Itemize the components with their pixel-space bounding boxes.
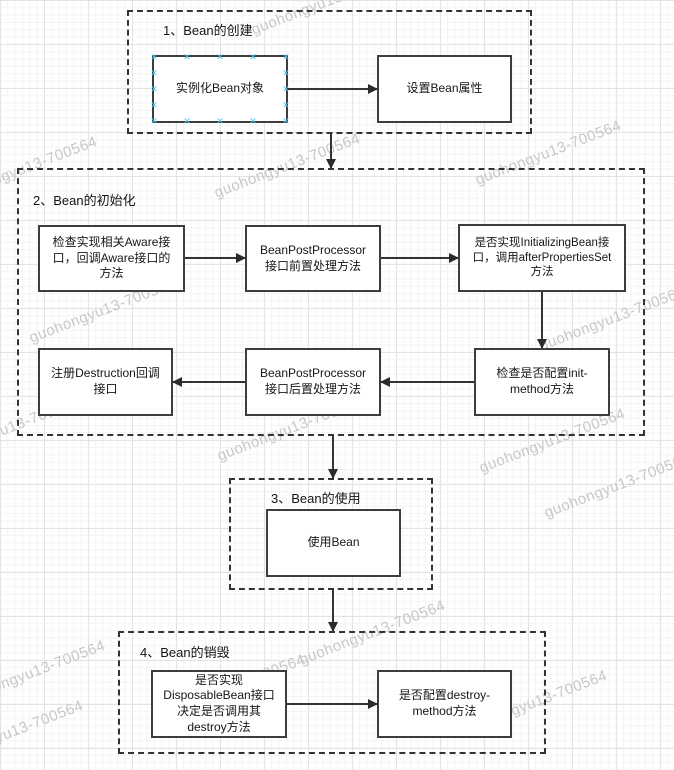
node-register-destruction[interactable]: 注册Destruction回调 接口 <box>38 348 173 416</box>
node-bpp-after[interactable]: BeanPostProcessor 接口后置处理方法 <box>245 348 381 416</box>
connection-handle-icon[interactable]: ✕ <box>282 100 290 110</box>
node-destroy-method[interactable]: 是否配置destroy- method方法 <box>377 670 512 738</box>
section-bean-initialization[interactable]: 2、Bean的初始化 检查实现相关Aware接 口，回调Aware接口的 方法 … <box>17 168 645 436</box>
connection-handle-icon[interactable]: ✕ <box>216 52 224 62</box>
connection-handle-icon[interactable]: ✕ <box>183 52 191 62</box>
node-label: 是否实现InitializingBean接 口，调用afterPropertie… <box>472 236 612 279</box>
connection-handle-icon[interactable]: ✕ <box>150 84 158 94</box>
connection-handle-icon[interactable]: ✕ <box>183 116 191 126</box>
connection-handle-icon[interactable]: ✕ <box>150 52 158 62</box>
section-title: 4、Bean的销毁 <box>140 645 230 660</box>
watermark-text: guohongyu13-700564 <box>541 450 674 522</box>
arrow-initializing-to-init-method[interactable] <box>541 292 543 348</box>
watermark-text: guohongyu13-700564 <box>0 697 86 769</box>
connection-handle-icon[interactable]: ✕ <box>282 52 290 62</box>
connection-handle-icon[interactable]: ✕ <box>249 116 257 126</box>
node-set-bean-properties[interactable]: 设置Bean属性 <box>377 55 512 123</box>
node-bpp-before[interactable]: BeanPostProcessor 接口前置处理方法 <box>245 225 381 292</box>
arrow-disposable-to-destroy-method[interactable] <box>287 703 377 705</box>
arrow-creation-to-initialization[interactable] <box>330 134 332 168</box>
node-label: 设置Bean属性 <box>406 81 483 96</box>
node-label: BeanPostProcessor 接口前置处理方法 <box>259 242 367 273</box>
arrow-instantiate-to-properties[interactable] <box>288 88 377 90</box>
node-use-bean[interactable]: 使用Bean <box>266 509 401 577</box>
node-check-aware[interactable]: 检查实现相关Aware接 口，回调Aware接口的 方法 <box>38 225 185 292</box>
arrow-init-method-to-bpp-after[interactable] <box>381 381 474 383</box>
watermark-text: guohongyu13-700564 <box>0 637 108 709</box>
node-check-init-method[interactable]: 检查是否配置init- method方法 <box>474 348 610 416</box>
node-label: BeanPostProcessor 接口后置处理方法 <box>259 366 367 396</box>
node-instantiate-bean[interactable]: 实例化Bean对象 ✕ ✕ ✕ ✕ ✕ ✕ ✕ ✕ ✕ ✕ ✕ ✕ ✕ ✕ ✕ ✕ <box>150 52 290 126</box>
connection-handle-icon[interactable]: ✕ <box>282 84 290 94</box>
arrow-bpp-after-to-destruction[interactable] <box>173 381 245 383</box>
connection-handle-icon[interactable]: ✕ <box>216 116 224 126</box>
node-label: 注册Destruction回调 接口 <box>51 366 160 396</box>
section-title: 3、Bean的使用 <box>271 491 361 506</box>
arrow-initialization-to-usage[interactable] <box>332 436 334 478</box>
node-initializing-bean[interactable]: 是否实现InitializingBean接 口，调用afterPropertie… <box>458 224 626 292</box>
node-disposable-bean[interactable]: 是否实现 DisposableBean接口 决定是否调用其 destroy方法 <box>151 670 287 738</box>
connection-handle-icon[interactable]: ✕ <box>282 68 290 78</box>
arrow-bpp-before-to-initializing[interactable] <box>381 257 458 259</box>
section-title: 1、Bean的创建 <box>163 23 253 38</box>
node-label: 检查实现相关Aware接 口，回调Aware接口的 方法 <box>52 235 171 281</box>
arrow-aware-to-bpp-before[interactable] <box>185 257 245 259</box>
section-bean-creation[interactable]: 1、Bean的创建 实例化Bean对象 ✕ ✕ ✕ ✕ ✕ ✕ ✕ ✕ ✕ ✕ ✕ ✕ ✕ ✕ ✕ ✕ 设置B… <box>127 10 532 134</box>
node-label: 实例化Bean对象 <box>175 81 265 96</box>
section-bean-usage[interactable]: 3、Bean的使用 使用Bean <box>229 478 433 590</box>
section-bean-destruction[interactable]: 4、Bean的销毁 是否实现 DisposableBean接口 决定是否调用其 … <box>118 631 546 754</box>
node-label: 使用Bean <box>307 535 360 550</box>
connection-handle-icon[interactable]: ✕ <box>150 100 158 110</box>
connection-handle-icon[interactable]: ✕ <box>150 68 158 78</box>
connection-handle-icon[interactable]: ✕ <box>150 116 158 126</box>
node-label: 是否配置destroy- method方法 <box>398 688 491 718</box>
arrow-usage-to-destruction[interactable] <box>332 590 334 631</box>
connection-handle-icon[interactable]: ✕ <box>249 52 257 62</box>
node-label: 检查是否配置init- method方法 <box>496 366 588 396</box>
section-title: 2、Bean的初始化 <box>33 193 136 208</box>
connection-handle-icon[interactable]: ✕ <box>282 116 290 126</box>
node-label: 是否实现 DisposableBean接口 决定是否调用其 destroy方法 <box>163 672 275 734</box>
